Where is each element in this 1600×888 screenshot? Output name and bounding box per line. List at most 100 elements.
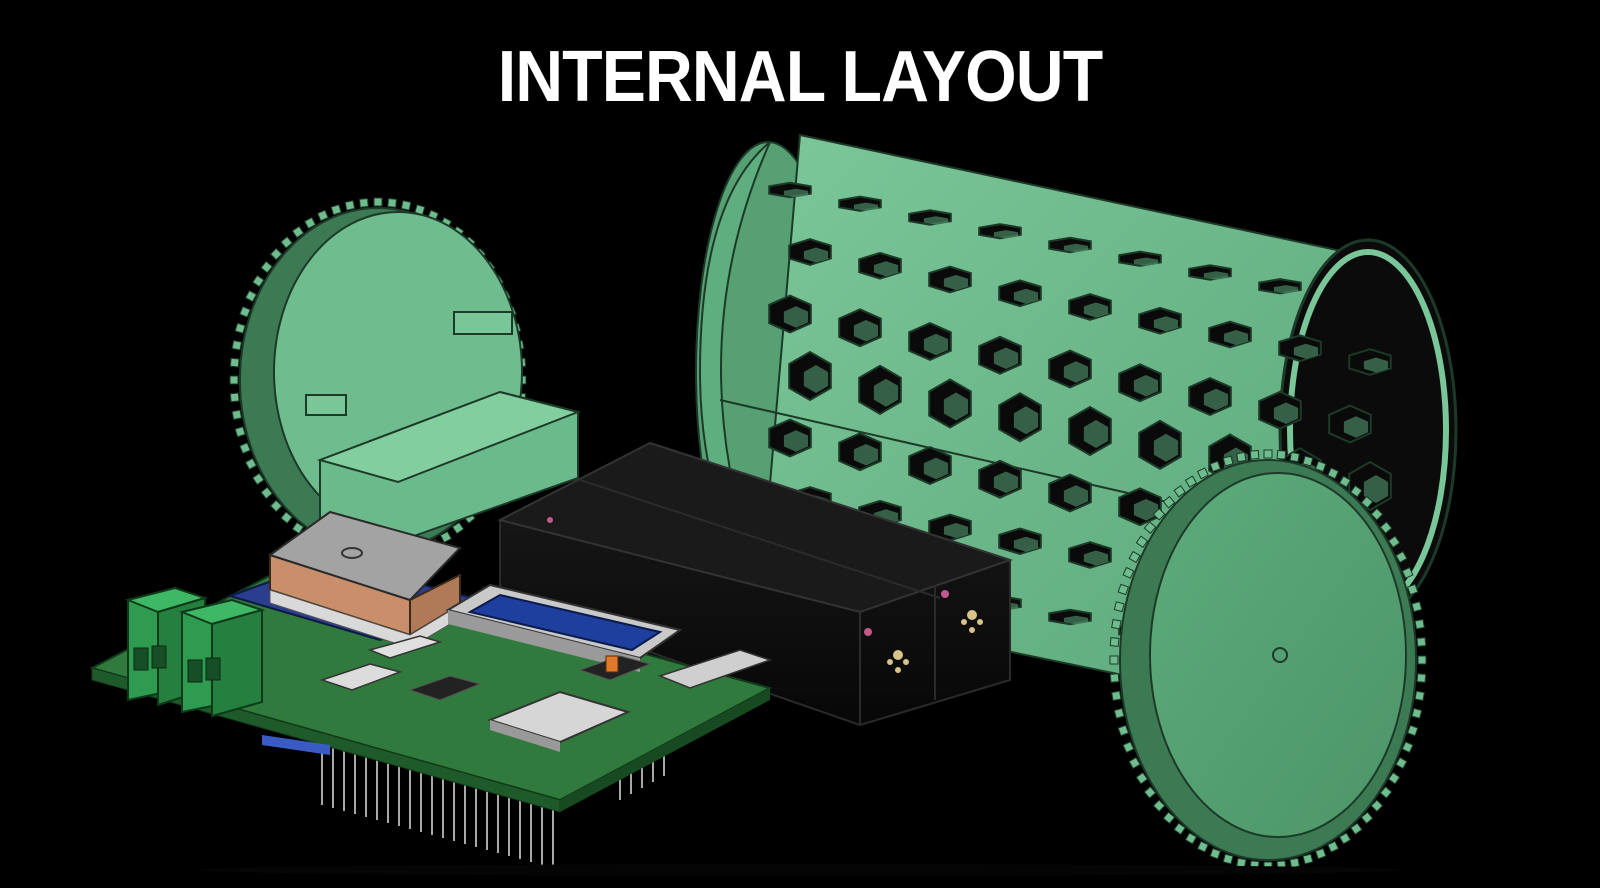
hex-hole-inner — [1133, 257, 1159, 266]
cap-tooth — [291, 521, 305, 535]
hex-hole-inner — [943, 275, 969, 290]
cap-tooth — [1395, 550, 1408, 564]
hex-hole-inner — [1343, 416, 1369, 438]
cap-tooth — [1184, 475, 1198, 488]
cap-tooth — [280, 511, 293, 524]
cap-tooth — [439, 530, 452, 544]
cap-tooth — [1338, 475, 1352, 488]
hex-hole-inner — [783, 430, 809, 452]
terminal-blocks — [124, 586, 266, 718]
hex-hole-inner — [1133, 499, 1159, 521]
cap-tooth — [252, 274, 265, 288]
cap-tooth — [1401, 741, 1414, 754]
hex-hole-inner — [1153, 433, 1179, 462]
cap-tooth — [1302, 853, 1314, 865]
hex-hole-inner — [993, 230, 1019, 239]
cap-tooth — [1416, 673, 1427, 683]
cap-tooth — [1222, 853, 1234, 865]
hex-hole-inner — [923, 216, 949, 225]
hex-hole-inner — [1063, 361, 1089, 383]
hex-hole-inner — [1063, 615, 1089, 625]
cap-tooth — [317, 209, 329, 222]
hex-hole-inner — [1273, 285, 1299, 294]
cap-tooth — [1152, 507, 1166, 521]
cap-tooth — [1122, 566, 1135, 579]
cap-tooth — [1109, 637, 1120, 647]
cap-tooth — [304, 216, 317, 230]
hex-hole-inner — [923, 457, 949, 480]
cap-tooth — [1143, 786, 1157, 799]
cap-tooth — [260, 260, 274, 274]
cap-tooth — [1387, 535, 1401, 549]
hex-hole-inner — [1223, 330, 1249, 345]
cap-tooth — [1395, 756, 1408, 770]
cap-tooth — [1249, 449, 1260, 460]
hex-hole-inner — [943, 523, 969, 538]
cap-tooth — [1162, 811, 1176, 825]
cap-tooth — [260, 486, 274, 500]
cap-tooth — [1173, 485, 1186, 498]
cap-tooth — [1370, 799, 1384, 813]
cap-tooth — [229, 357, 240, 368]
cap-tooth — [1113, 601, 1125, 613]
cap-tooth — [1128, 550, 1141, 564]
cap-tooth — [1162, 495, 1176, 509]
cap-tooth — [1263, 449, 1273, 459]
cap-tooth — [387, 197, 398, 208]
cap-tooth — [1289, 857, 1300, 869]
header-pins — [321, 736, 665, 868]
cap-tooth — [1411, 707, 1423, 719]
cap-tooth — [1417, 655, 1427, 665]
cap-tooth — [1196, 467, 1209, 480]
cap-tooth — [1350, 485, 1363, 498]
hex-hole-inner — [993, 471, 1019, 493]
hex-hole-inner — [783, 306, 809, 328]
cap-tooth — [1276, 449, 1287, 460]
cap-tooth — [1117, 583, 1130, 596]
cap-tooth — [229, 375, 239, 385]
cap-tooth — [1314, 460, 1327, 473]
hex-hole-inner — [803, 247, 829, 263]
cap-tooth — [344, 200, 356, 211]
hex-hole-inner — [1363, 357, 1389, 373]
cap-tooth — [269, 247, 283, 261]
hex-hole-inner — [873, 261, 899, 277]
cap-tooth — [244, 290, 258, 303]
cap-tooth — [1416, 637, 1427, 647]
cap-tooth — [1350, 822, 1363, 835]
hex-hole-inner — [943, 392, 969, 421]
cap-tooth — [291, 225, 305, 239]
cap-tooth — [1143, 521, 1157, 534]
display-module — [445, 583, 683, 672]
cap-tooth — [373, 197, 383, 207]
hex-hole-inner — [1133, 375, 1159, 397]
hex-hole-inner — [1013, 288, 1039, 304]
cap-tooth — [1327, 467, 1340, 480]
hex-hole-inner — [873, 378, 899, 407]
cap-tooth — [244, 457, 258, 470]
cap-tooth — [1414, 618, 1425, 630]
cap-tooth — [1135, 535, 1149, 549]
hex-hole-inner — [1063, 485, 1089, 507]
cap-tooth — [1184, 832, 1198, 845]
cap-tooth — [1113, 707, 1125, 719]
cap-tooth — [280, 236, 293, 249]
hex-hole-inner — [1153, 316, 1179, 332]
cap-tooth — [1209, 460, 1222, 473]
hex-hole-inner — [1083, 420, 1109, 448]
cap-tooth — [1236, 451, 1247, 463]
cap-tooth — [1117, 724, 1130, 737]
cap-tooth — [1379, 786, 1393, 799]
cap-tooth — [234, 426, 246, 438]
cap-tooth — [400, 200, 412, 211]
cap-tooth — [1222, 455, 1234, 467]
cap-tooth — [234, 322, 246, 334]
cap-tooth — [1401, 566, 1414, 579]
end-cap-right — [1109, 449, 1427, 871]
cap-tooth — [1314, 847, 1327, 860]
pcb-assembly — [89, 510, 773, 868]
cap-tooth — [1289, 451, 1300, 463]
cap-tooth — [1370, 507, 1384, 521]
cap-tooth — [1338, 832, 1352, 845]
